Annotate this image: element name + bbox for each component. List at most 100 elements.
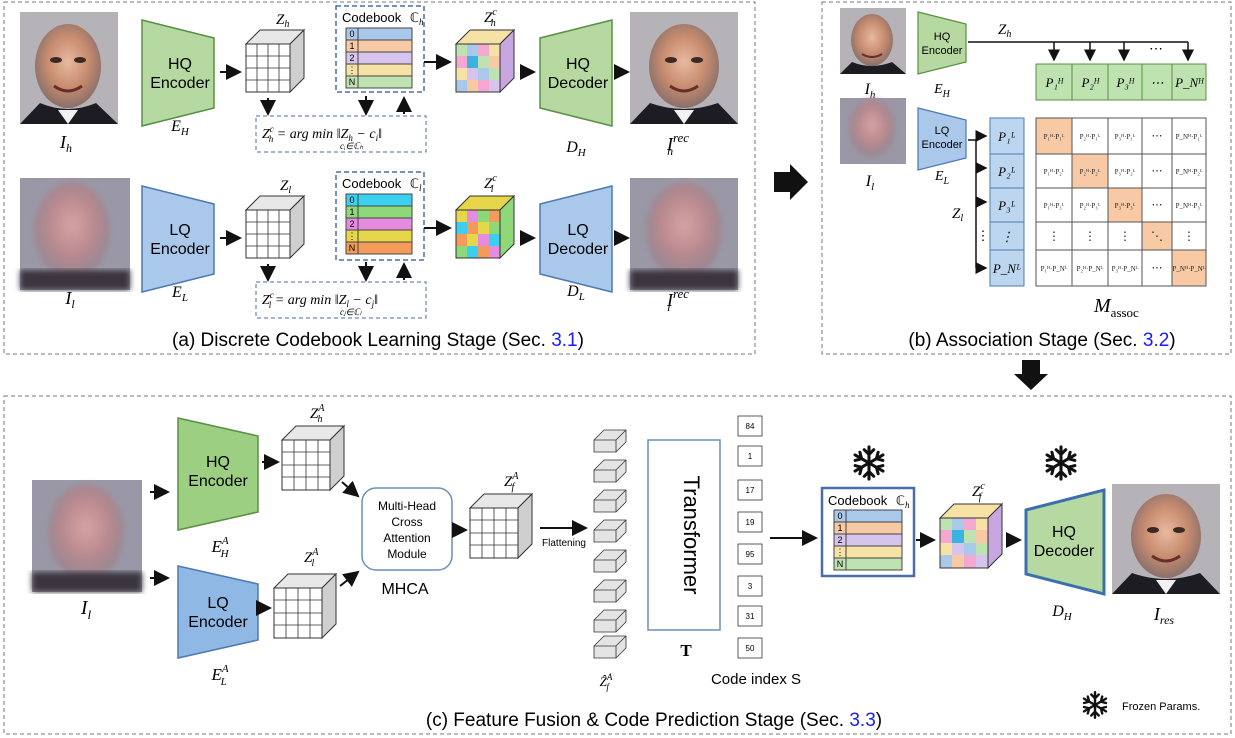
b-hq-encoder-line1: HQ	[934, 31, 951, 43]
code-index-1: 1	[748, 452, 753, 461]
panel-c-caption: (c) Feature Fusion & Code Prediction Sta…	[426, 710, 882, 731]
c-hq-decoder-line1: HQ	[1052, 524, 1076, 541]
lq-decoder-a	[539, 185, 613, 293]
mhca-label: MHCA	[381, 581, 428, 598]
b-hq-patch-3: P₃ᴴ	[1115, 75, 1134, 90]
c-fused-cube	[468, 492, 534, 560]
c-hq-encoder	[177, 417, 259, 531]
transformer-symbol: T	[680, 641, 692, 660]
assoc-cell-1-4: ⋯	[1152, 130, 1163, 142]
hq-encoder-a	[141, 19, 215, 127]
restored-label: Ires	[1153, 604, 1175, 627]
b-lq-patch-5: P_Nᴸ	[992, 261, 1021, 276]
hq-decoder-a-line2: Decoder	[548, 75, 609, 92]
code-index-0: 84	[746, 422, 755, 431]
assoc-cell-3-2: P₂ᴴ·P₃ᴸ	[1080, 202, 1101, 210]
b-lq-patch-2: P₂ᴸ	[997, 164, 1016, 179]
code-index-boxes	[737, 415, 763, 659]
lq-codebook-a-title: Codebook ℂl	[342, 176, 422, 193]
b-lq-branch-lines	[968, 130, 988, 274]
hq-cb-a-idx-1: 1	[349, 41, 354, 51]
lq-cb-a-idx-2: 2	[349, 219, 354, 229]
b-hq-encoder-symbol: EH	[933, 82, 951, 100]
lq-cb-a-idx-4: N	[349, 243, 356, 253]
b-hq-encoder	[917, 11, 967, 75]
legend-frozen-label: Frozen Params.	[1122, 701, 1200, 713]
hq-cb-a-idx-3: ⋮	[348, 65, 357, 75]
hq-cb-a-idx-0: 0	[349, 29, 354, 39]
hq-codebook-a-frame	[335, 5, 425, 93]
hq-argmin-box	[255, 115, 427, 153]
c-arrow-5	[341, 480, 360, 498]
hq-latent-cube-a	[244, 28, 306, 94]
hq-codebook-a-rows	[345, 27, 413, 89]
lq-argmin-under: cⱼ∈ℂₗ	[340, 307, 363, 317]
b-lq-patch-col	[989, 117, 1025, 287]
code-index-4: 95	[746, 550, 755, 559]
assoc-cell-1-1: P₁ᴴ·P₁ᴸ	[1044, 133, 1065, 141]
lq-codebook-a-frame	[335, 171, 425, 261]
assoc-cell-4-1: ⋮	[1048, 229, 1060, 243]
panel-b-caption: (b) Association Stage (Sec. 3.2)	[908, 330, 1175, 351]
hq-cb-a-idx-2: 2	[349, 53, 354, 63]
b-lq-branch-ellipsis: ⋮	[977, 228, 990, 243]
assoc-cell-5-2: P₂ᴴ·P_Nᴸ	[1077, 265, 1104, 273]
assoc-cell-1-2: P₂ᴴ·P₁ᴸ	[1080, 133, 1101, 141]
b-hq-patch-row	[1035, 63, 1207, 101]
lq-rec-face-image	[630, 178, 738, 290]
hq-latent-label-a: Zh	[276, 12, 289, 30]
lq-latent-label-a: Zl	[280, 178, 291, 196]
legend-snowflake-icon	[1082, 691, 1108, 719]
c-hq-encoder-line2: Encoder	[188, 473, 248, 490]
hq-encoder-a-symbol: EH	[170, 118, 190, 138]
hq-rec-face-image	[630, 12, 738, 124]
hq-decoder-a-symbol: DH	[565, 139, 587, 159]
lq-encoder-a-symbol: EL	[171, 284, 188, 304]
assoc-cell-5-5: P_Nᴴ·P_Nᴸ	[1173, 265, 1206, 273]
b-hq-patch-5: P_Nᴴ	[1174, 75, 1204, 90]
c-cb-idx-3: ⋮	[836, 547, 845, 557]
b-hq-latent-label: Zh	[998, 22, 1011, 40]
lq-quant-cube-a	[454, 194, 516, 260]
lq-encoder-a-line2: Encoder	[150, 241, 210, 258]
c-cb-idx-2: 2	[837, 535, 842, 545]
assoc-cell-2-2: P₂ᴴ·P₂ᴸ	[1080, 168, 1101, 176]
frozen-decoder-icon	[1045, 445, 1077, 481]
mhca-line-2: Cross	[391, 515, 422, 529]
hq-encoder-a-line1: HQ	[168, 56, 192, 73]
lq-latent-cube-a	[244, 194, 306, 260]
transformer-block	[647, 439, 721, 631]
lq-encoder-a-line1: LQ	[169, 222, 190, 239]
b-lq-encoder-line1: LQ	[935, 125, 950, 137]
c-hq-latent-cube	[280, 424, 346, 492]
c-input-face-image	[32, 480, 142, 592]
b-hq-encoder-line2: Encoder	[922, 45, 963, 57]
flatten-label: Flattening	[542, 538, 586, 549]
lq-argmin-box	[255, 281, 427, 319]
lq-cb-a-idx-1: 1	[349, 207, 354, 217]
big-arrow-right	[774, 164, 808, 200]
code-index-6: 31	[746, 612, 755, 621]
c-cb-idx-4: N	[837, 559, 844, 569]
b-lq-face-image	[840, 98, 906, 164]
assoc-cell-3-4: ⋯	[1152, 199, 1163, 211]
assoc-cell-3-1: P₁ᴴ·P₃ᴸ	[1044, 202, 1065, 210]
b-lq-patch-1: P₁ᴸ	[997, 129, 1016, 144]
hq-decoder-a	[539, 19, 613, 127]
code-index-2: 17	[746, 486, 755, 495]
c-hq-encoder-line1: HQ	[206, 454, 230, 471]
c-hq-decoder-symbol: DH	[1051, 603, 1073, 623]
lq-decoder-a-symbol: DL	[566, 283, 585, 303]
b-lq-encoder	[917, 107, 967, 171]
c-lq-encoder-line1: LQ	[207, 595, 228, 612]
code-index-3: 19	[746, 518, 755, 527]
